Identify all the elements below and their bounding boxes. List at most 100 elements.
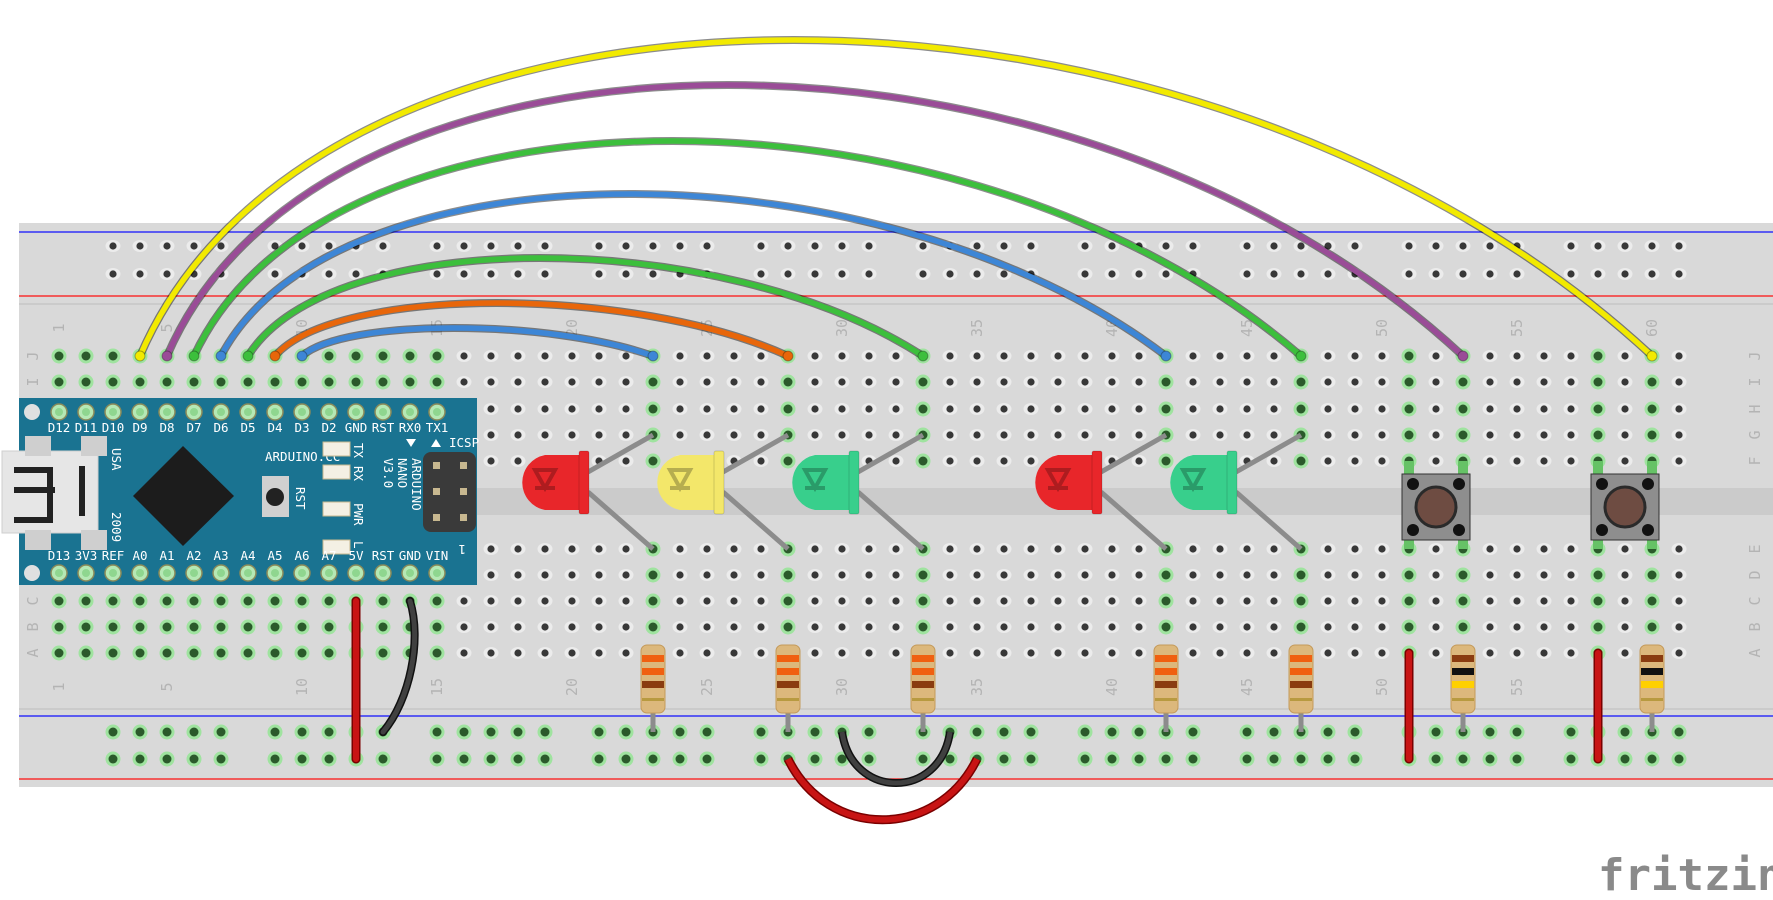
- jumper-rail-power[interactable]: [785, 757, 980, 823]
- hole-center: [783, 570, 793, 580]
- push-button[interactable]: [1590, 461, 1660, 549]
- hole-center: [1081, 405, 1089, 413]
- wire-end[interactable]: [1160, 350, 1172, 362]
- hole-center: [1054, 378, 1062, 386]
- resistor[interactable]: [1450, 644, 1476, 732]
- led[interactable]: [1035, 432, 1168, 551]
- hole-center: [1189, 352, 1197, 360]
- hole-center: [270, 596, 280, 606]
- led[interactable]: [657, 432, 790, 551]
- reset-button-cap[interactable]: [266, 488, 284, 506]
- hole-center: [325, 270, 333, 278]
- wire-end[interactable]: [134, 350, 146, 362]
- hole-center: [541, 270, 549, 278]
- hole-center: [757, 270, 765, 278]
- hole-center: [1243, 431, 1251, 439]
- hole-center: [1243, 545, 1251, 553]
- hole-center: [973, 457, 981, 465]
- hole-center: [1513, 597, 1521, 605]
- jumper-gnd[interactable]: [380, 598, 418, 735]
- hole-center: [1027, 545, 1035, 553]
- hole-center: [1513, 649, 1521, 657]
- resistor[interactable]: [775, 644, 801, 732]
- hole-center: [1324, 270, 1332, 278]
- wire-end[interactable]: [242, 350, 254, 362]
- hole-center: [54, 622, 64, 632]
- hole-center: [973, 352, 981, 360]
- led-flange: [1226, 450, 1238, 515]
- hole-center: [1674, 727, 1684, 737]
- arduino-pin-label: A2: [186, 548, 201, 563]
- hole-center: [216, 648, 226, 658]
- hole-center: [730, 571, 738, 579]
- hole-center: [1296, 377, 1306, 387]
- wire-end[interactable]: [269, 350, 281, 362]
- jumper-rail-gnd[interactable]: [839, 731, 953, 786]
- wire-end[interactable]: [1646, 350, 1658, 362]
- wire-end[interactable]: [1295, 350, 1307, 362]
- row-letter-left: J: [24, 351, 42, 360]
- hole-center: [514, 571, 522, 579]
- wire-end[interactable]: [188, 350, 200, 362]
- hole-center: [432, 596, 442, 606]
- resistor[interactable]: [1288, 644, 1314, 732]
- wire[interactable]: [272, 300, 791, 359]
- icsp-pin: [460, 462, 467, 469]
- hole-center: [1432, 545, 1440, 553]
- wire-end[interactable]: [296, 350, 308, 362]
- wire[interactable]: [245, 255, 926, 359]
- wire-end[interactable]: [161, 350, 173, 362]
- hole-center: [1324, 597, 1332, 605]
- wire-end[interactable]: [782, 350, 794, 362]
- hole-center: [1243, 649, 1251, 657]
- wire-end[interactable]: [215, 350, 227, 362]
- hole-center: [1404, 570, 1414, 580]
- hole-center: [1675, 405, 1683, 413]
- hole-center: [297, 754, 307, 764]
- wire-end[interactable]: [647, 350, 659, 362]
- hole-center: [757, 597, 765, 605]
- wire[interactable]: [218, 191, 1169, 359]
- column-number-top: 30: [833, 319, 851, 337]
- column-number-bottom: 5: [158, 682, 176, 691]
- hole-center: [162, 622, 172, 632]
- hole-center: [486, 754, 496, 764]
- hole-center: [703, 649, 711, 657]
- wire[interactable]: [137, 37, 1655, 359]
- wire[interactable]: [191, 138, 1304, 359]
- resistor[interactable]: [1153, 644, 1179, 732]
- hole-center: [594, 754, 604, 764]
- arduino-pin-center: [352, 569, 360, 577]
- resistor-band: [1452, 698, 1474, 701]
- hole-center: [81, 648, 91, 658]
- hole-center: [811, 405, 819, 413]
- wire-end[interactable]: [917, 350, 929, 362]
- led[interactable]: [522, 432, 655, 551]
- push-button-cap[interactable]: [1603, 485, 1647, 529]
- hole-center: [1081, 545, 1089, 553]
- resistor[interactable]: [640, 644, 666, 732]
- hole-center: [1270, 623, 1278, 631]
- wire[interactable]: [299, 325, 656, 359]
- push-button-cap[interactable]: [1414, 485, 1458, 529]
- resistor[interactable]: [1639, 644, 1665, 732]
- push-button-corner: [1453, 478, 1465, 490]
- arduino-pin-label: D6: [213, 420, 228, 435]
- hole-center: [810, 754, 820, 764]
- hole-center: [1621, 545, 1629, 553]
- resistor-band: [1452, 655, 1474, 662]
- led[interactable]: [792, 432, 925, 551]
- hole-center: [1108, 545, 1116, 553]
- push-button[interactable]: [1401, 461, 1471, 549]
- hole-center: [1108, 405, 1116, 413]
- wire-end[interactable]: [1457, 350, 1469, 362]
- led[interactable]: [1170, 432, 1303, 551]
- hole-center: [1351, 649, 1359, 657]
- hole-center: [1216, 545, 1224, 553]
- hole-center: [1108, 270, 1116, 278]
- wire[interactable]: [164, 82, 1466, 359]
- hole-center: [1243, 571, 1251, 579]
- resistor[interactable]: [910, 644, 936, 732]
- arduino-pin-label: D4: [267, 420, 282, 435]
